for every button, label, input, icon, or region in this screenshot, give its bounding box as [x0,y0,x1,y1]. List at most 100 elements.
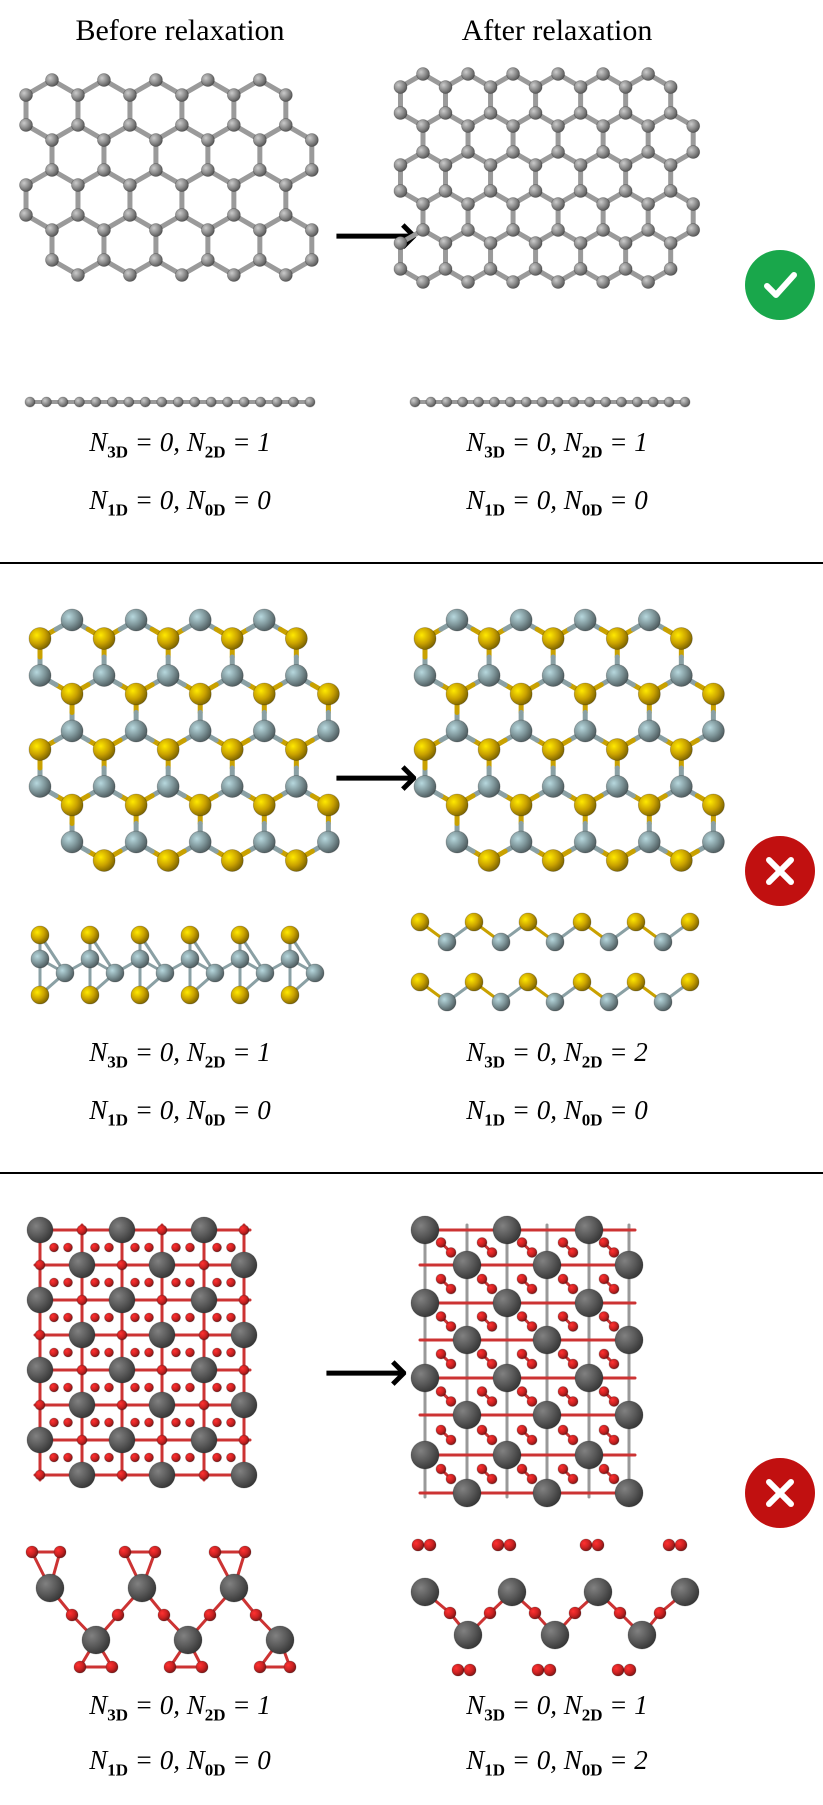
metal-atom [453,1620,483,1650]
carbon-atom [57,396,69,408]
carbon-atom [641,197,656,211]
carbon-atom [596,67,611,81]
metal-atom [509,719,533,743]
carbon-atom [473,396,484,408]
carbon-atom [393,80,408,94]
oxygen-atom [445,1396,457,1407]
carbon-atom [149,223,163,237]
oxygen-atom [486,1396,498,1407]
oxygen-atom [63,1417,73,1428]
carbon-atom [616,396,627,408]
carbon-atom [252,133,267,147]
oxygen-atom [486,1358,498,1370]
oxygen-atom [144,1452,154,1463]
metal-atom [60,830,84,854]
metal-atom [188,608,212,632]
carbon-atom [278,118,293,132]
carbon-atom [506,119,520,133]
sulfur-atom [92,738,116,761]
metal-atom [574,1363,604,1393]
sulfur-atom [669,738,693,761]
carbon-atom [596,197,611,211]
carbon-atom [573,236,588,250]
oxygen-atom [144,1277,154,1288]
oxygen-atom [226,1382,236,1393]
check-icon [745,250,815,320]
carbon-atom [205,396,217,408]
oxide-before-top [26,1216,258,1489]
metal-atom [653,992,673,1012]
count-after-line2: N1D = 0, N0D = 0 [466,485,648,520]
oxygen-atom [567,1434,579,1446]
metal-atom [81,1625,111,1655]
oxygen-atom [104,1312,114,1323]
oxygen-atom [516,1237,528,1248]
oxygen-atom [516,1463,528,1475]
oxygen-atom [249,1608,263,1622]
metal-atom [445,719,469,743]
oxygen-atom [283,1660,297,1674]
metal-atom [614,1325,644,1355]
oxygen-atom [144,1347,154,1358]
metal-atom [155,963,175,983]
metal-atom [265,1625,295,1655]
carbon-atom [393,184,408,198]
sulfur-atom [477,849,501,872]
sulfur-atom [626,972,646,992]
oxygen-atom [435,1311,447,1322]
carbon-atom [686,223,701,237]
metal-atom [252,830,276,854]
carbon-atom [457,396,469,408]
metal-atom [532,1250,562,1280]
metal-atom [68,1321,96,1349]
oxygen-atom [411,1538,425,1552]
oxygen-atom [476,1237,488,1248]
carbon-atom [19,118,33,132]
oxygen-atom [226,1312,236,1323]
carbon-atom [573,262,588,276]
carbon-atom [71,88,85,102]
oxygen-atom [63,1452,73,1463]
count-before-line1: N3D = 0, N2D = 1 [89,1690,271,1725]
metal-atom [28,664,52,687]
metal-atom [574,1288,604,1318]
metal-atom [452,1250,482,1280]
oxygen-atom [203,1608,217,1622]
carbon-atom [200,163,215,177]
carbon-atom [416,145,430,159]
sulfur-atom [518,972,538,992]
oxygen-atom [185,1312,195,1323]
carbon-atom [71,178,85,192]
oxygen-atom [608,1473,620,1485]
sulfur-atom [92,627,116,650]
carbon-atom [45,223,59,237]
oxygen-atom [185,1242,195,1253]
sulfur-atom [156,738,180,761]
carbon-atom [200,223,215,237]
metal-atom [497,1577,527,1607]
carbon-atom [149,253,163,267]
oxygen-atom [526,1321,538,1332]
count-before-line2: N1D = 0, N0D = 0 [89,1095,271,1130]
carbon-atom [663,396,675,408]
oxygen-atom [130,1452,140,1463]
carbon-atom [489,396,500,408]
oxygen-atom [608,1321,620,1332]
carbon-atom [19,88,33,102]
oxygen-atom [238,1545,252,1559]
carbon-atom [506,223,520,237]
oxygen-atom [423,1538,437,1552]
metal-atom [573,608,597,632]
oxygen-atom [198,1259,210,1271]
metal-atom [701,830,725,854]
carbon-atom [441,396,453,408]
carbon-atom [686,197,701,211]
sulfur-atom [220,849,244,872]
metal-atom [316,719,340,743]
metal-atom [452,1478,482,1508]
carbon-atom [189,396,201,408]
carbon-atom [172,396,184,408]
oxygen-atom [185,1417,195,1428]
carbon-atom [106,396,118,408]
metal-atom [220,775,244,798]
